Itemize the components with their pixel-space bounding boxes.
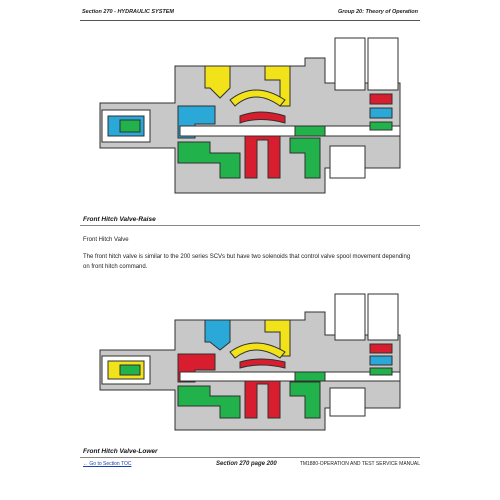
spool-green-band: [294, 371, 326, 382]
body-paragraph: The front hitch valve is similar to the …: [83, 254, 411, 270]
caption-divider: [80, 225, 420, 226]
green-right-passage: [289, 137, 321, 179]
solenoid-red-tip: [369, 93, 393, 105]
solenoid-upper-2: [367, 37, 399, 91]
caption-lower: Front Hitch Valve-Lower: [83, 448, 158, 455]
page-number: Section 270 page 200: [216, 461, 277, 467]
red-pressure-passage: [244, 125, 281, 179]
green-return-passage: [177, 385, 241, 419]
solenoid-red-tip: [369, 343, 393, 354]
solenoid-upper: [334, 293, 366, 341]
section-title: Section 270 - HYDRAULIC SYSTEM: [82, 9, 174, 15]
spool-green-band: [294, 125, 326, 137]
solenoid-green-tip: [369, 367, 393, 376]
caption-raise: Front Hitch Valve-Raise: [83, 216, 156, 223]
solenoid-upper-2: [367, 293, 399, 341]
red-spool-land: [239, 358, 286, 369]
solenoid-blue-tip: [369, 107, 393, 119]
manual-title: TM1880-OPERATION AND TEST SERVICE MANUAL: [299, 461, 420, 467]
group-title: Group 20: Theory of Operation: [337, 9, 418, 15]
subheading: Front Hitch Valve: [83, 237, 129, 243]
valve-body: [99, 311, 401, 431]
red-spool-land: [239, 111, 286, 124]
green-return-passage: [177, 141, 241, 179]
front-hitch-valve-lower-diagram: [99, 293, 401, 431]
solenoid-blue-tip: [369, 355, 393, 366]
left-piston: [119, 364, 141, 376]
page-header: Section 270 - HYDRAULIC SYSTEM Group 20:…: [80, 8, 420, 21]
go-to-section-toc-link[interactable]: ← Go to Section TOC: [83, 461, 132, 467]
front-hitch-valve-raise-diagram: [99, 37, 401, 194]
solenoid-green-tip: [369, 121, 393, 131]
red-pressure-passage: [244, 371, 281, 419]
solenoid-lower: [329, 145, 366, 179]
green-right-passage: [289, 381, 321, 419]
valve-spool: [179, 371, 401, 382]
left-piston: [119, 119, 141, 133]
solenoid-lower: [329, 387, 366, 417]
yellow-passage-left: [204, 65, 231, 99]
yellow-arc: [229, 89, 286, 107]
valve-spool: [179, 125, 401, 137]
solenoid-upper: [334, 37, 366, 91]
footer-divider: [80, 457, 420, 458]
blue-passage-left: [204, 319, 231, 351]
yellow-arc: [229, 342, 286, 359]
